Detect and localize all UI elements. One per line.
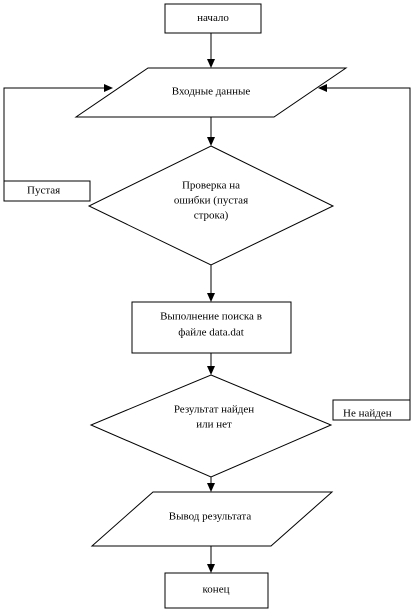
result-found-decision (89, 374, 333, 478)
error-check-label-line-2: ошибки (пустая (174, 195, 248, 207)
arrowhead-notfound-loop (318, 84, 327, 92)
input-data-parallelogram (74, 67, 348, 118)
search-label-line-1: Выполнение поиска в (160, 311, 262, 323)
arrowhead-decision (207, 366, 215, 375)
arrowhead-check (207, 137, 215, 146)
result-found-label-line-1: Результат найден (174, 404, 254, 416)
search-process (131, 301, 292, 354)
output-result-parallelogram (90, 491, 334, 547)
branch-notfound-box (332, 399, 411, 421)
connector-empty-loop (3, 87, 104, 181)
start-label: начало (197, 12, 229, 24)
branch-empty-label: Пустая (27, 185, 60, 197)
branch-notfound-label: Не найден (343, 408, 392, 420)
arrowhead-end (207, 564, 215, 573)
result-found-label-line-2: или нет (196, 419, 232, 431)
output-result-label: Вывод результата (169, 511, 252, 523)
end-terminal (164, 572, 269, 609)
input-data-label: Входные данные (172, 86, 251, 98)
error-check-decision (87, 145, 335, 266)
start-terminal (164, 3, 262, 34)
error-check-label-line-1: Проверка на (182, 180, 240, 192)
branch-empty-box (3, 180, 91, 202)
search-label-line-2: файле data.dat (178, 327, 244, 339)
error-check-label-line-3: строка) (194, 210, 229, 222)
end-label: конец (203, 584, 230, 596)
arrowhead-empty-loop (104, 84, 113, 92)
connector-notfound-loop (327, 87, 411, 405)
arrowhead-input (207, 59, 215, 68)
arrowhead-output (207, 483, 215, 492)
arrowhead-search (207, 293, 215, 302)
